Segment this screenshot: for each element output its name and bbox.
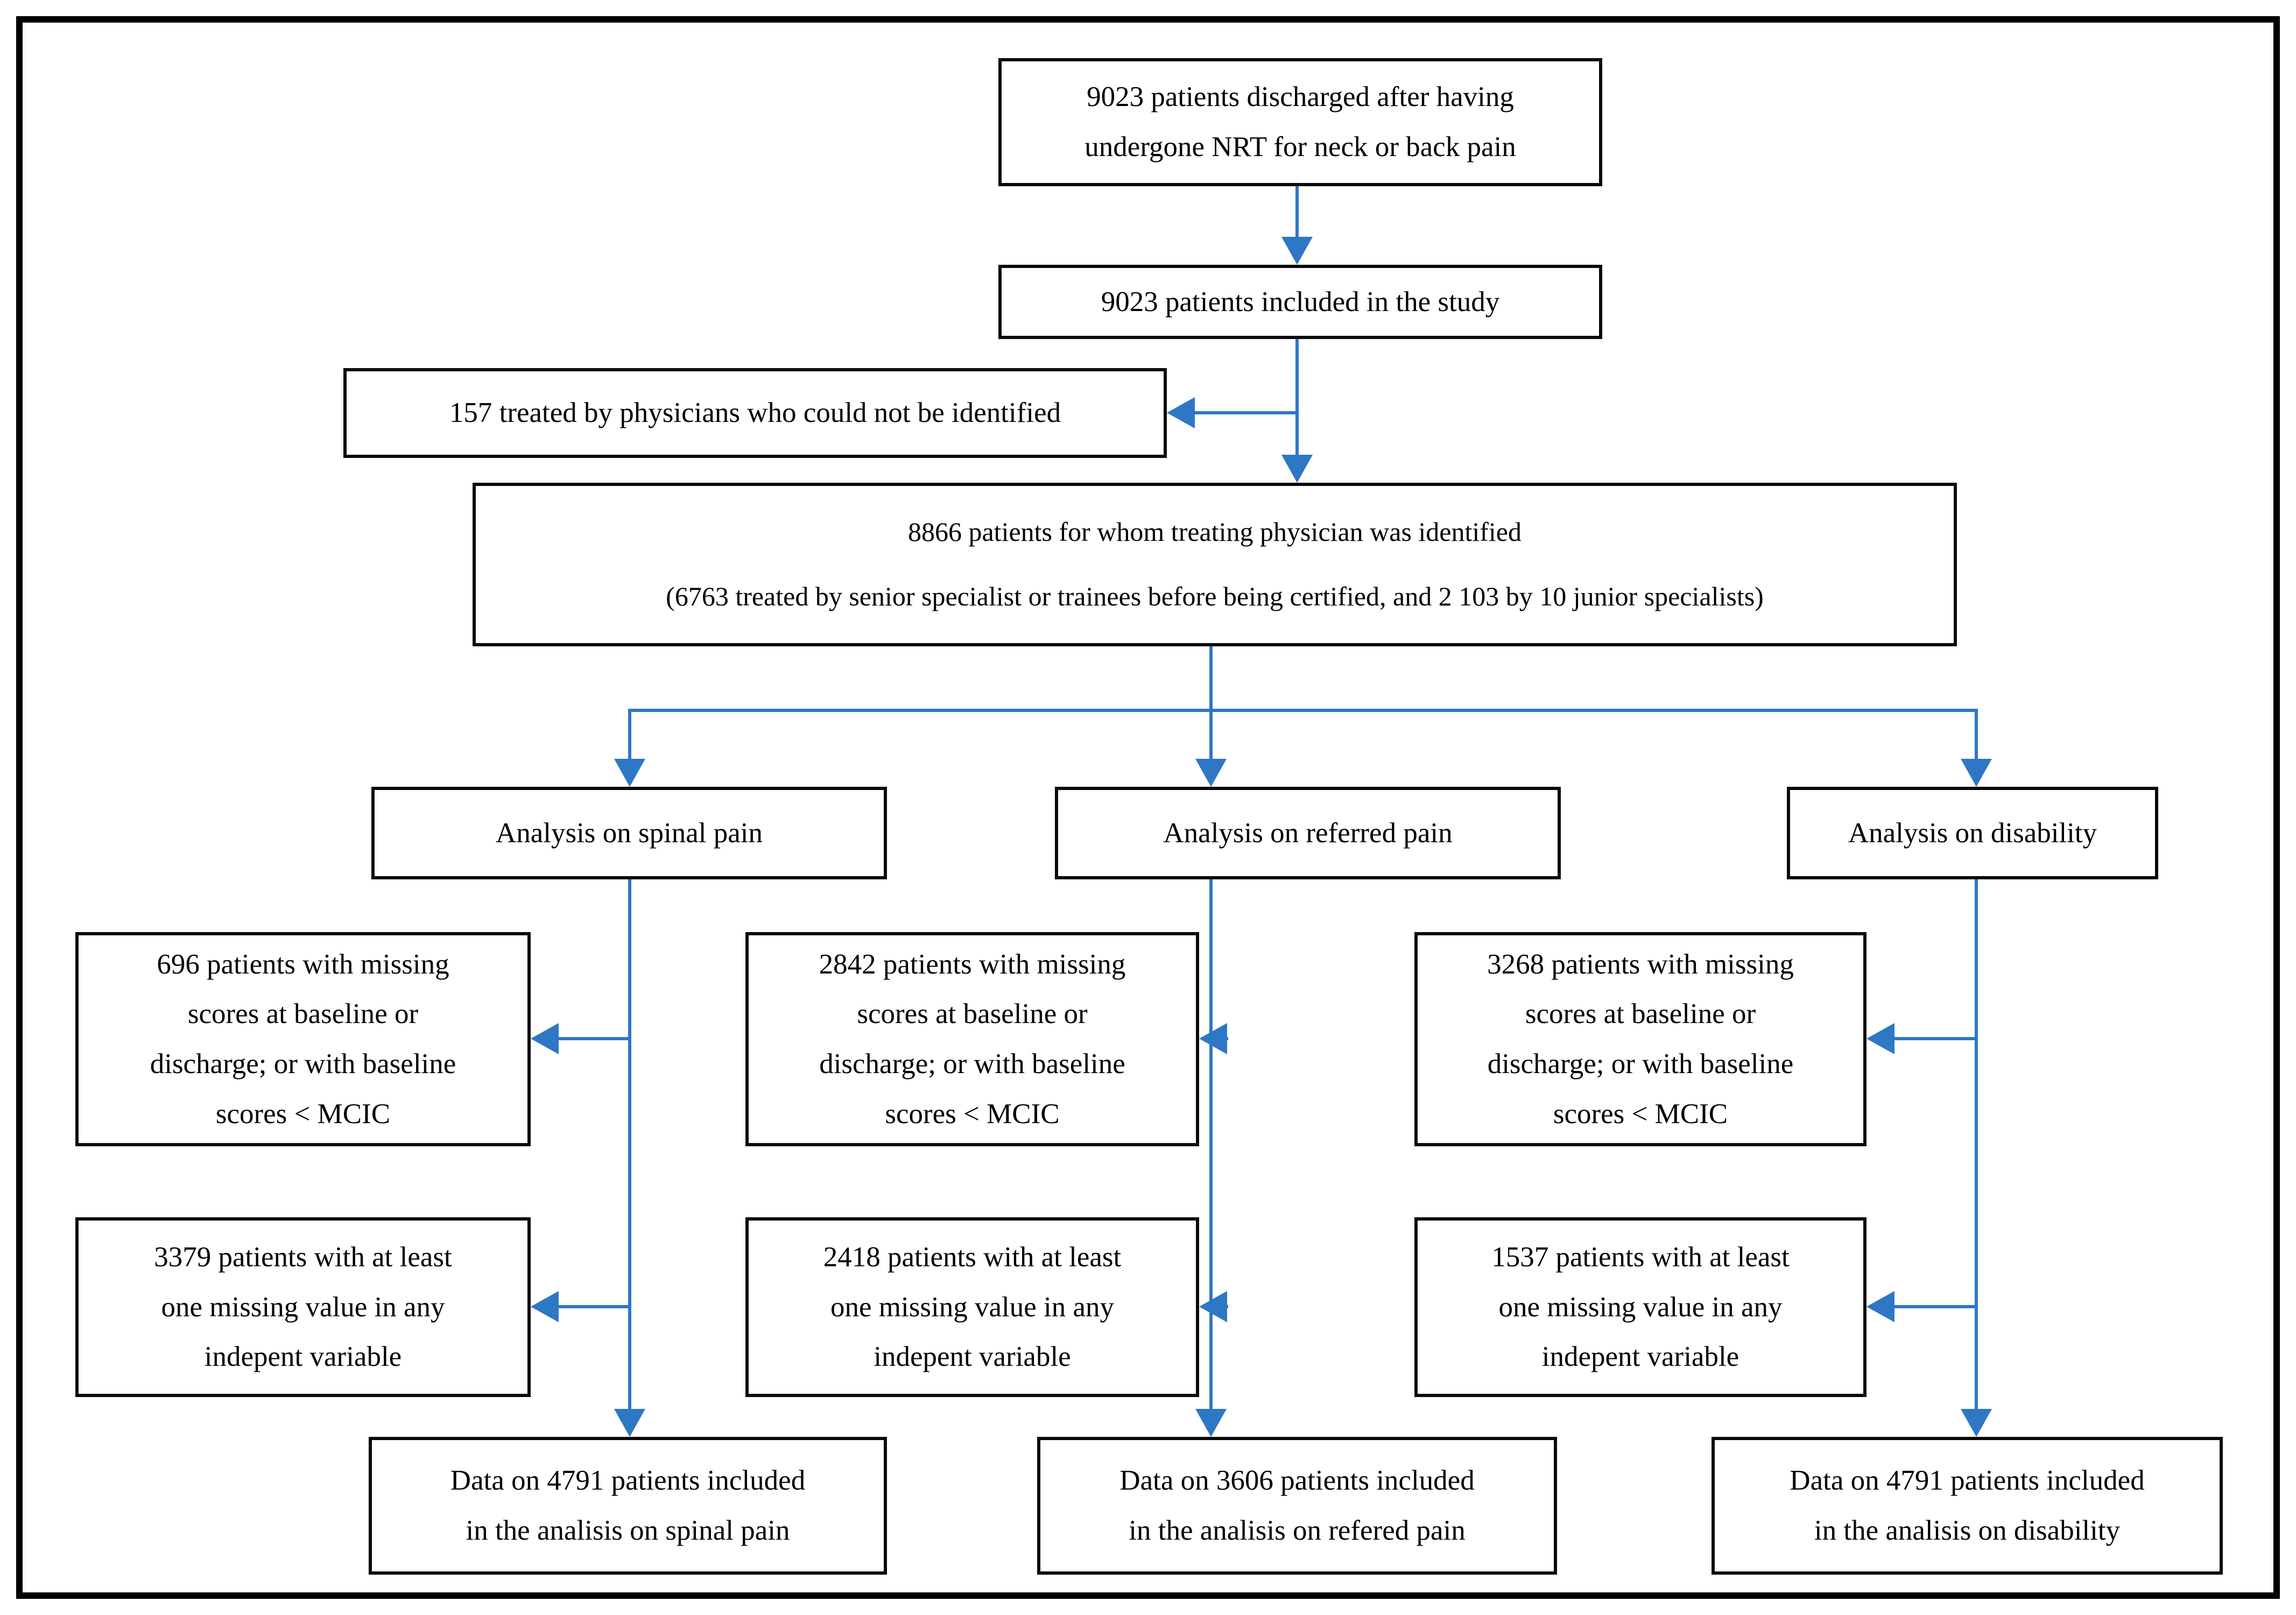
box-physician-identified-main: 8866 patients for whom treating physicia… bbox=[907, 517, 1522, 547]
flow-line-branch-to-referred bbox=[1209, 710, 1213, 761]
box-included: 9023 patients included in the study bbox=[998, 265, 1602, 339]
box-discharged: 9023 patients discharged after having un… bbox=[998, 58, 1602, 186]
arrowhead-left-spinal-excl2-icon bbox=[531, 1291, 559, 1322]
box-analysis-disability-text: Analysis on disability bbox=[1848, 817, 2097, 849]
arrowhead-left-referred-excl1-icon bbox=[1199, 1023, 1227, 1054]
arrowhead-left-not-identified-icon bbox=[1167, 397, 1195, 428]
box-excluded-missing-scores-referred-text: 2842 patients with missing scores at bas… bbox=[819, 948, 1126, 1130]
arrowhead-down-identified-icon bbox=[1281, 455, 1313, 483]
flow-line-identified-to-branch bbox=[1209, 646, 1213, 712]
flow-line-disability-excl1 bbox=[1893, 1037, 1976, 1040]
flow-line-to-not-identified bbox=[1194, 411, 1297, 414]
box-analysis-spinal-pain-text: Analysis on spinal pain bbox=[495, 817, 763, 849]
arrowhead-down-final-referred-icon bbox=[1195, 1409, 1227, 1437]
box-physician-identified-detail: (6763 treated by senior specialist or tr… bbox=[666, 581, 1764, 612]
box-excluded-missing-scores-spinal-text: 696 patients with missing scores at base… bbox=[150, 948, 456, 1130]
arrowhead-left-spinal-excl1-icon bbox=[531, 1023, 559, 1054]
box-excluded-missing-scores-disability: 3268 patients with missing scores at bas… bbox=[1414, 932, 1867, 1146]
box-analysis-referred-pain: Analysis on referred pain bbox=[1055, 787, 1561, 879]
arrowhead-left-disability-excl1-icon bbox=[1867, 1023, 1894, 1054]
flow-line-referred-column bbox=[1209, 879, 1213, 1411]
arrowhead-down-final-disability-icon bbox=[1961, 1409, 1992, 1437]
arrowhead-down-analysis-referred-icon bbox=[1195, 759, 1227, 787]
flow-line-spinal-excl1 bbox=[558, 1037, 630, 1040]
flow-line-branch-horizontal bbox=[628, 709, 1978, 712]
box-included-text: 9023 patients included in the study bbox=[1101, 286, 1500, 318]
box-final-spinal-pain-text: Data on 4791 patients included in the an… bbox=[450, 1465, 806, 1546]
box-excluded-missing-scores-referred: 2842 patients with missing scores at bas… bbox=[745, 932, 1199, 1146]
flow-line-spinal-excl2 bbox=[558, 1305, 630, 1308]
flow-line-included-to-identified bbox=[1295, 339, 1299, 459]
box-analysis-referred-pain-text: Analysis on referred pain bbox=[1163, 817, 1453, 849]
flow-line-spinal-column bbox=[628, 879, 631, 1411]
box-excluded-missing-values-referred-text: 2418 patients with at least one missing … bbox=[823, 1241, 1122, 1373]
box-final-spinal-pain: Data on 4791 patients included in the an… bbox=[369, 1437, 887, 1575]
box-excluded-missing-values-disability-text: 1537 patients with at least one missing … bbox=[1491, 1241, 1790, 1373]
figure-border bbox=[16, 16, 2280, 1599]
flow-line-disability-excl2 bbox=[1893, 1305, 1976, 1308]
box-discharged-text: 9023 patients discharged after having un… bbox=[1084, 81, 1516, 163]
box-excluded-missing-values-spinal-text: 3379 patients with at least one missing … bbox=[154, 1241, 452, 1373]
flow-line-disability-column bbox=[1975, 879, 1978, 1411]
box-excluded-missing-values-disability: 1537 patients with at least one missing … bbox=[1414, 1217, 1867, 1397]
flow-line-branch-to-spinal bbox=[628, 710, 631, 761]
box-physicians-not-identified-text: 157 treated by physicians who could not … bbox=[449, 397, 1061, 429]
arrowhead-down-final-spinal-icon bbox=[614, 1409, 645, 1437]
arrowhead-left-referred-excl2-icon bbox=[1199, 1291, 1227, 1322]
arrowhead-left-disability-excl2-icon bbox=[1867, 1291, 1894, 1322]
arrowhead-down-included-icon bbox=[1281, 237, 1313, 265]
box-final-disability: Data on 4791 patients included in the an… bbox=[1712, 1437, 2223, 1575]
flow-line-discharged-to-included bbox=[1295, 186, 1299, 240]
box-physicians-not-identified: 157 treated by physicians who could not … bbox=[343, 368, 1167, 458]
box-final-referred-pain: Data on 3606 patients included in the an… bbox=[1037, 1437, 1557, 1575]
arrowhead-down-analysis-disability-icon bbox=[1961, 759, 1992, 787]
flow-line-branch-to-disability bbox=[1975, 710, 1978, 761]
box-final-disability-text: Data on 4791 patients included in the an… bbox=[1790, 1465, 2145, 1546]
box-excluded-missing-values-spinal: 3379 patients with at least one missing … bbox=[75, 1217, 531, 1397]
box-excluded-missing-scores-spinal: 696 patients with missing scores at base… bbox=[75, 932, 531, 1146]
box-analysis-disability: Analysis on disability bbox=[1787, 787, 2158, 879]
box-excluded-missing-values-referred: 2418 patients with at least one missing … bbox=[745, 1217, 1199, 1397]
arrowhead-down-analysis-spinal-icon bbox=[614, 759, 645, 787]
box-analysis-spinal-pain: Analysis on spinal pain bbox=[371, 787, 887, 879]
box-final-referred-pain-text: Data on 3606 patients included in the an… bbox=[1119, 1465, 1475, 1546]
box-excluded-missing-scores-disability-text: 3268 patients with missing scores at bas… bbox=[1487, 948, 1794, 1130]
box-physician-identified: 8866 patients for whom treating physicia… bbox=[473, 483, 1957, 646]
